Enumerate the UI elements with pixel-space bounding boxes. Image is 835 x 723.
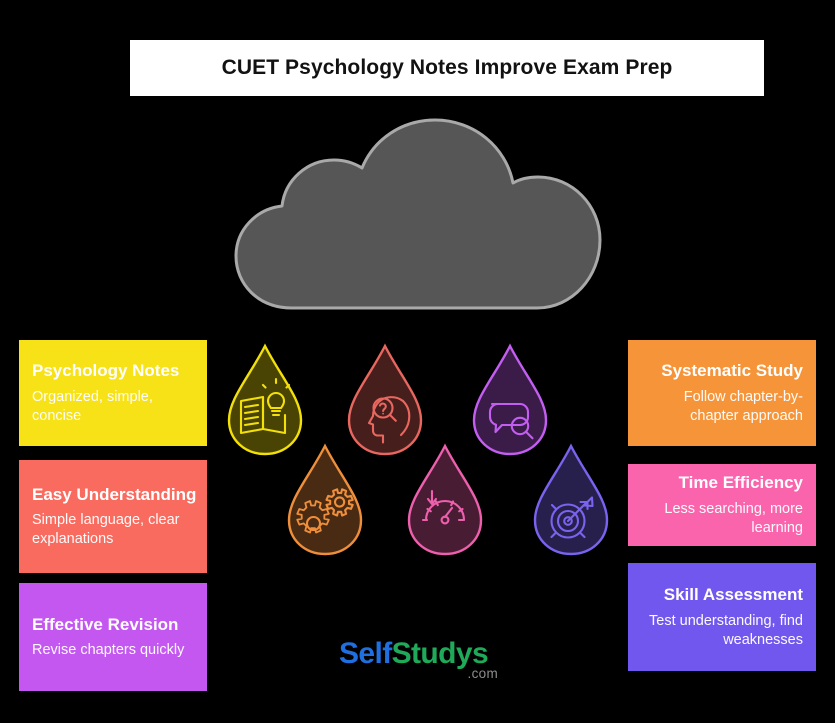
logo-wordmark: SelfStudys: [339, 639, 499, 669]
droplet-skill-assessment: [531, 443, 611, 557]
head-question-magnifier-icon: [367, 396, 411, 444]
droplet-easy-understanding: [285, 443, 365, 557]
open-book-lightbulb-icon: [239, 377, 291, 435]
card-title: Psychology Notes: [32, 361, 180, 381]
card-title: Systematic Study: [661, 361, 803, 381]
gears-icon: [296, 488, 354, 534]
card-description: Test understanding, find weaknesses: [649, 612, 803, 648]
title-banner: CUET Psychology Notes Improve Exam Prep: [130, 40, 764, 96]
card-description: Less searching, more learning: [664, 500, 803, 536]
card-title: Time Efficiency: [678, 473, 803, 493]
droplet-psychology-notes: [225, 343, 305, 457]
gauge-speedometer-icon: [421, 489, 466, 525]
droplet-effective-revision: [470, 343, 550, 457]
target-arrow-icon: [550, 496, 594, 539]
card-description: Follow chapter-by-chapter approach: [683, 388, 803, 424]
card-title: Effective Revision: [32, 614, 179, 634]
card-time-efficiency[interactable]: Time Efficiency Less searching, more lea…: [628, 464, 816, 546]
card-description: Revise chapters quickly: [32, 642, 185, 659]
selfstudys-logo[interactable]: SelfStudys .com: [339, 639, 499, 685]
speech-bubble-search-icon: [488, 402, 534, 440]
card-effective-revision[interactable]: Effective Revision Revise chapters quick…: [19, 583, 207, 691]
logo-text-com: .com: [467, 666, 498, 681]
logo-text-studys: Studys: [391, 637, 489, 670]
card-psychology-notes[interactable]: Psychology Notes Organized, simple, conc…: [19, 340, 207, 446]
card-systematic-study[interactable]: Systematic Study Follow chapter-by-chapt…: [628, 340, 816, 446]
page-title: CUET Psychology Notes Improve Exam Prep: [221, 56, 673, 79]
droplet-systematic-study: [345, 343, 425, 457]
cloud-illustration: [232, 118, 604, 318]
logo-text-self: Self: [339, 637, 392, 670]
card-description: Organized, simple, concise: [32, 388, 153, 424]
cloud-icon: [234, 118, 602, 310]
droplet-time-efficiency: [405, 443, 485, 557]
card-skill-assessment[interactable]: Skill Assessment Test understanding, fin…: [628, 563, 816, 671]
card-title: Easy Understanding: [32, 484, 197, 504]
card-title: Skill Assessment: [663, 585, 803, 605]
card-easy-understanding[interactable]: Easy Understanding Simple language, clea…: [19, 460, 207, 573]
card-description: Simple language, clear explanations: [32, 512, 180, 548]
